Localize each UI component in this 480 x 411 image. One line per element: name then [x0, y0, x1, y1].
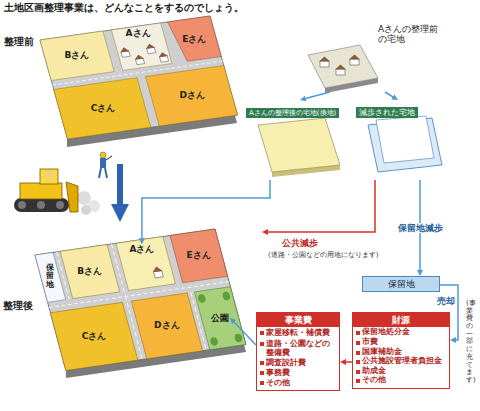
bullet-square	[356, 351, 360, 355]
lot-heading: Aさんの整理後の宅地(換地)	[246, 108, 339, 118]
list-item-text: 事務費	[266, 368, 337, 377]
parcel: Cさん	[90, 103, 117, 113]
parcel-label: 保留地	[46, 264, 54, 290]
connector	[305, 92, 330, 99]
budget-box: 財源保留地処分金市費国庫補助金公共施設管理者負担金助成金その他	[352, 312, 450, 389]
bullet-square	[260, 371, 264, 375]
box-label: 保留地	[363, 279, 439, 289]
parcel-label: Cさん	[81, 331, 108, 341]
list-item: 市費	[353, 337, 449, 347]
parcel: 公園	[210, 313, 230, 323]
edge-label: 保留地減歩	[396, 223, 445, 233]
note-label: (事業費の一部に充てます)	[466, 300, 473, 385]
list-item: 助成金	[353, 366, 449, 376]
parcel: Aさん	[128, 244, 155, 254]
lot-picture	[308, 45, 378, 93]
worker	[99, 152, 112, 178]
parcel: Eさん	[186, 250, 212, 260]
list-item: その他	[353, 375, 449, 385]
list-item-text: 調査設計費	[266, 358, 337, 367]
bulldozer	[14, 169, 100, 215]
page-title: 土地区画整理事業は、どんなことをするのでしょう。	[4, 2, 244, 14]
bullet-square	[260, 331, 264, 335]
list-item-text: 保留地処分金	[362, 328, 447, 337]
land-map: 整理前 Bさん Aさん Eさん Cさん Dさん	[0, 14, 246, 164]
map-heading: 整理前	[4, 36, 34, 48]
list-heading: 事業費	[257, 313, 339, 327]
note-label: (道路・公園などの用地になります)	[268, 251, 378, 259]
bullet-square	[260, 342, 264, 346]
list-item-text: その他	[362, 376, 447, 385]
reduced-lot-frame	[368, 116, 442, 172]
list-item: 道路・公園などの整備費	[257, 338, 339, 357]
parcel: 保留地	[46, 264, 54, 290]
connector	[345, 361, 352, 363]
parcel-label: Cさん	[90, 103, 117, 113]
parcel-label: Eさん	[186, 250, 212, 260]
bullet-square	[260, 381, 264, 385]
parcel-label: Bさん	[76, 266, 103, 276]
map-heading: 整理後	[3, 300, 33, 312]
list-item-text: 助成金	[362, 367, 447, 376]
parcel: Dさん	[153, 320, 180, 330]
parcel-label: Bさん	[64, 50, 91, 60]
connector	[117, 164, 123, 208]
list-item-text: 公共施設管理者負担金	[362, 357, 447, 366]
lot-picture-box: Aさんの整理前の宅地	[300, 22, 445, 92]
parcel-label: Eさん	[181, 34, 207, 44]
budget-box: 事業費家屋移転・補償費道路・公園などの整備費調査設計費事務費その他	[256, 312, 340, 391]
bullet-square	[356, 331, 360, 335]
bullet-square	[260, 361, 264, 365]
map-after	[35, 229, 246, 371]
list-item-text: その他	[266, 378, 337, 387]
edge-label: 公共減歩	[280, 238, 320, 248]
list-item: 国庫補助金	[353, 347, 449, 357]
parcel-label: Dさん	[179, 90, 206, 100]
bullet-square	[356, 341, 360, 345]
parcel: Dさん	[179, 90, 206, 100]
list-item-text: 道路・公園などの整備費	[266, 339, 337, 357]
connector	[142, 180, 270, 239]
parcel-label: Aさん	[125, 28, 152, 38]
list-item-text: 市費	[362, 338, 447, 347]
connector	[385, 92, 394, 98]
parcel-label: 公園	[210, 313, 230, 323]
list-item: 公共施設管理者負担金	[353, 356, 449, 366]
bullet-square	[356, 370, 360, 374]
edge-label: 売却	[435, 296, 457, 306]
connector	[233, 321, 256, 345]
land-map: 整理後 保留地 Bさん Aさん Eさん Cさん Dさん 公園	[0, 222, 262, 382]
list-item: 保留地処分金	[353, 327, 449, 337]
lot-after-slab	[258, 118, 340, 177]
list-item-text: 家屋移転・補償費	[266, 328, 337, 337]
lot-caption: Aさんの整理前の宅地	[378, 24, 440, 45]
parcel: Bさん	[76, 266, 103, 276]
parcel: Cさん	[81, 331, 108, 341]
parcel: Eさん	[181, 34, 207, 44]
lot-heading: 減歩された宅地	[356, 107, 418, 118]
bullet-square	[356, 379, 360, 383]
connector	[267, 180, 375, 232]
parcel: Aさん	[125, 28, 152, 38]
parcel-label: Dさん	[153, 320, 180, 330]
parcel: Bさん	[64, 50, 91, 60]
map-before	[40, 16, 238, 139]
lot-box: 減歩された宅地	[356, 100, 444, 180]
list-item: 事務費	[257, 367, 339, 377]
bullet-square	[356, 360, 360, 364]
reserve-land-box: 保留地	[362, 276, 440, 292]
list-item: 調査設計費	[257, 357, 339, 367]
list-item: その他	[257, 377, 339, 387]
list-item-text: 国庫補助金	[362, 348, 447, 357]
list-item: 家屋移転・補償費	[257, 327, 339, 337]
lot-box: Aさんの整理後の宅地(換地)	[246, 100, 350, 180]
list-heading: 財源	[353, 313, 449, 327]
parcel-label: Aさん	[128, 244, 155, 254]
